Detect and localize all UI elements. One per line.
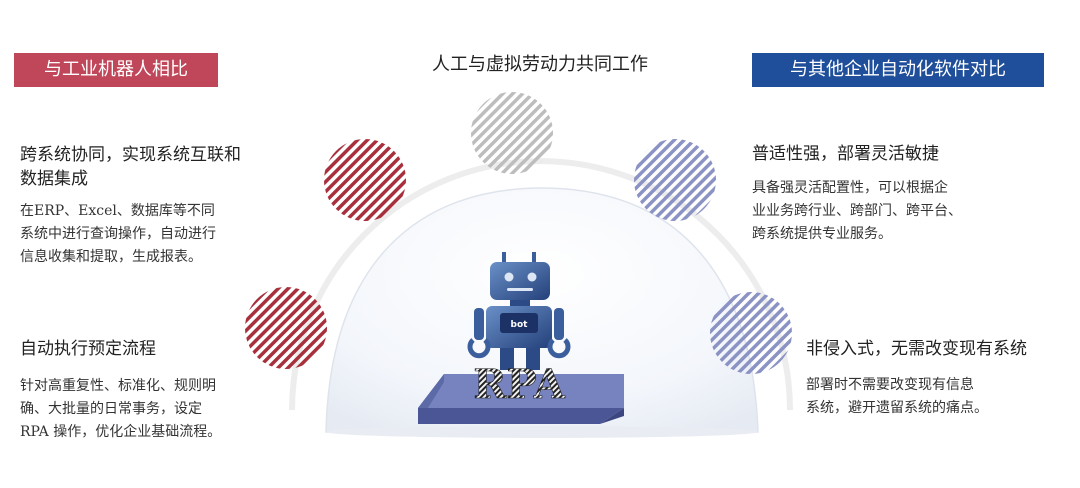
rpa-platform xyxy=(418,374,624,424)
rpa-label: RPA xyxy=(473,361,565,408)
right-category-tag: 与其他企业自动化软件对比 xyxy=(752,53,1044,87)
left-item-1-title: 跨系统协同，实现系统互联和 数据集成 xyxy=(20,145,241,189)
left-item-1-desc: 在ERP、Excel、数据库等不同 系统中进行查询操作，自动进行 信息收集和提取… xyxy=(20,203,216,265)
stripe-circle-left-lower xyxy=(245,287,327,369)
right-item-2-title: 非侵入式，无需改变现有系统 xyxy=(806,339,1027,359)
right-item-1-title: 普适性强，部署灵活敏捷 xyxy=(752,144,939,164)
stripe-circle-left-upper xyxy=(324,139,406,221)
robot-mascot xyxy=(467,252,571,370)
robot-screen-label: bot xyxy=(511,320,529,330)
left-item-2-desc: 针对高重复性、标准化、规则明 确、大批量的日常事务，设定 RPA 操作，优化企业… xyxy=(20,378,222,440)
top-title: 人工与虚拟劳动力共同工作 xyxy=(432,54,648,75)
right-item-1-desc: 具备强灵活配置性，可以根据企 业业务跨行业、跨部门、跨平台、 跨系统提供专业服务… xyxy=(752,180,962,242)
stripe-circle-right-upper xyxy=(634,139,716,221)
right-item-2-desc: 部署时不需要改变现有信息 系统，避开遗留系统的痛点。 xyxy=(806,377,988,416)
stripe-circle-right-lower xyxy=(710,292,792,374)
left-category-tag: 与工业机器人相比 xyxy=(14,53,218,87)
stripe-circle-top xyxy=(471,92,553,174)
left-item-2-title: 自动执行预定流程 xyxy=(20,339,156,359)
